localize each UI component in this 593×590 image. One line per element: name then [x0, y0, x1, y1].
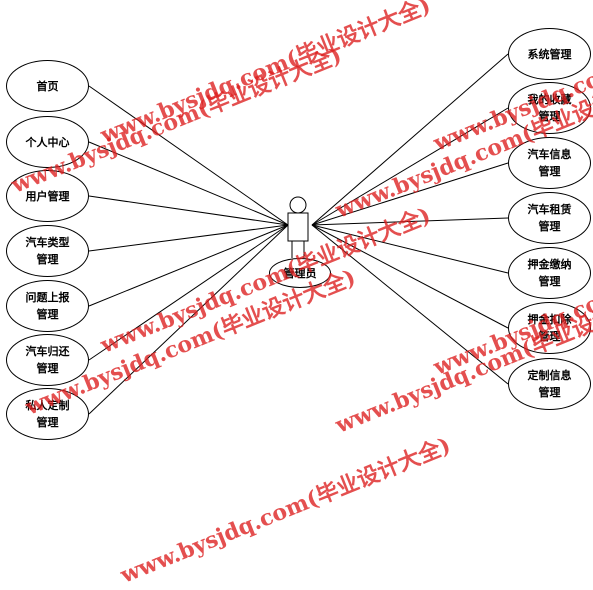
- usecase-car-type-management: 汽车类型 管理: [6, 225, 89, 277]
- actor-label: 管理员: [269, 258, 331, 288]
- usecase-car-info-management: 汽车信息 管理: [508, 137, 591, 189]
- usecase-deposit-payment-management: 押金缴纳 管理: [508, 247, 591, 299]
- usecase-car-return-management: 汽车归还 管理: [6, 334, 89, 386]
- usecase-car-rental-management: 汽车租赁 管理: [508, 192, 591, 244]
- usecase-home: 首页: [6, 60, 89, 112]
- association-line-private-custom-management: [88, 224, 289, 415]
- usecase-deposit-deduction-management: 押金扣除 管理: [508, 302, 591, 354]
- association-line-personal-center: [88, 141, 289, 226]
- usecase-personal-center: 个人中心: [6, 116, 89, 168]
- usecase-private-custom-management: 私人定制 管理: [6, 388, 89, 440]
- association-line-car-return-management: [88, 224, 289, 361]
- usecase-system-management: 系统管理: [508, 28, 591, 80]
- association-line-deposit-deduction-management: [311, 224, 509, 329]
- association-line-car-info-management: [311, 162, 509, 226]
- association-line-car-type-management: [88, 224, 289, 252]
- association-line-favorites-management: [311, 107, 509, 226]
- association-line-car-rental-management: [311, 217, 509, 226]
- usecase-custom-info-management: 定制信息 管理: [508, 358, 591, 410]
- usecase-issue-report-management: 问题上报 管理: [6, 280, 89, 332]
- association-line-user-management: [88, 195, 289, 226]
- usecase-favorites-management: 我的收藏 管理: [508, 82, 591, 134]
- usecase-user-management: 用户管理: [6, 170, 89, 222]
- association-line-custom-info-management: [311, 224, 509, 385]
- association-line-issue-report-management: [88, 224, 289, 307]
- association-line-system-management: [311, 53, 509, 226]
- association-lines: [88, 53, 509, 415]
- association-line-home: [88, 85, 289, 226]
- use-case-diagram: 首页 个人中心 用户管理 汽车类型 管理 问题上报 管理 汽车归还 管理 私人定…: [6, 0, 593, 589]
- association-line-deposit-payment-management: [311, 224, 509, 274]
